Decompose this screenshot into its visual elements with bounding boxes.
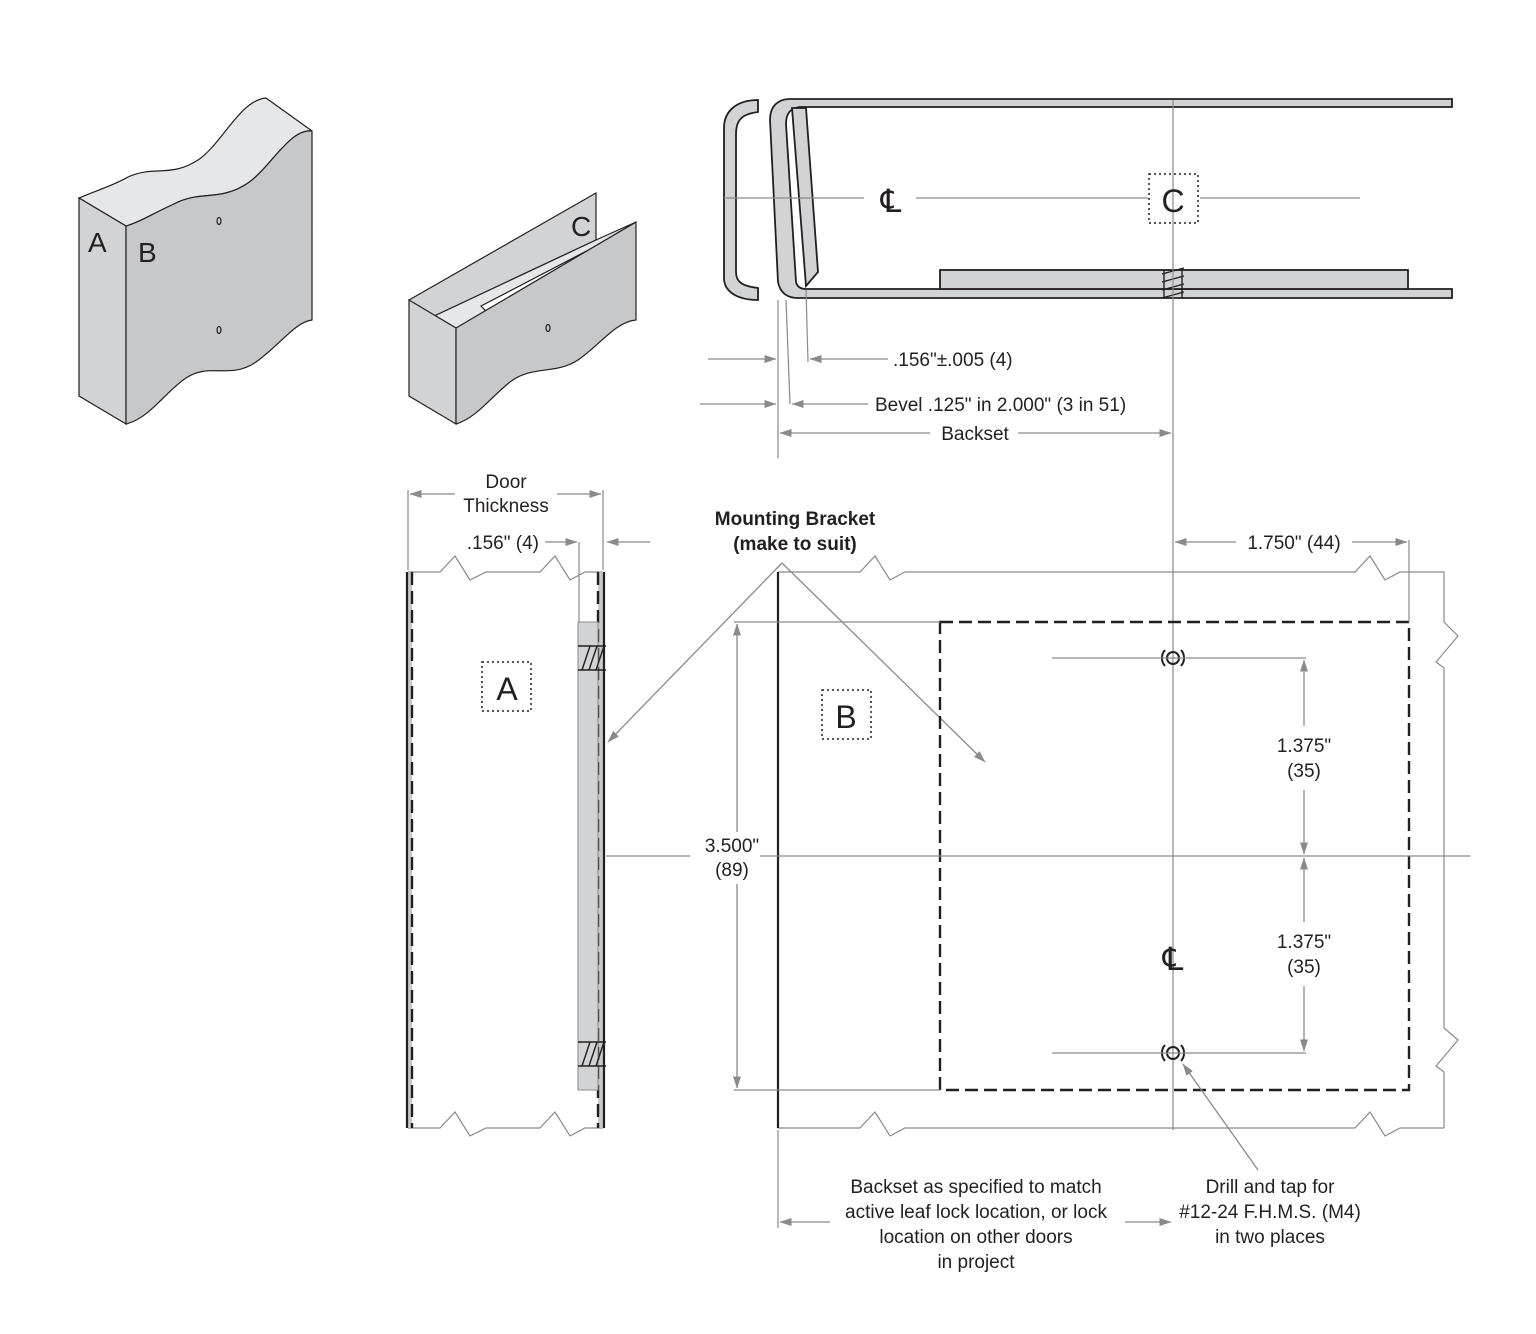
- bracket-leader-left: [607, 562, 783, 743]
- section-label-c-box: [1148, 173, 1199, 224]
- face-label-b-box: [821, 689, 872, 740]
- dim-backset-text: Backset: [941, 424, 1009, 445]
- dim-bevel-text: Bevel .125" in 2.000" (3 in 51): [875, 395, 1126, 416]
- section-bracket-channel: [769, 98, 1453, 299]
- dim-height-line2: (89): [715, 860, 749, 881]
- edge-face-right: [598, 572, 604, 1128]
- face-break-bottom: [778, 1111, 1444, 1137]
- edge-view: Door Thickness .156" (4): [405, 472, 690, 1137]
- dim-upper-line2: (35): [1287, 761, 1321, 782]
- drill-note-line3: in two places: [1215, 1227, 1325, 1248]
- iso-door-label-a: A: [88, 227, 107, 258]
- backset-note-line2: active leaf lock location, or lock: [845, 1202, 1107, 1223]
- edge-screw-lower: [578, 1041, 606, 1067]
- dim-plate-text: .156" (4): [467, 533, 539, 554]
- iso-bracket: C: [407, 191, 637, 426]
- dim-thickness-text: .156"±.005 (4): [893, 350, 1013, 371]
- drill-note-group: Drill and tap for #12-24 F.H.M.S. (M4) i…: [1179, 1063, 1361, 1248]
- bracket-callout: Mounting Bracket (make to suit): [607, 509, 986, 763]
- edge-screw-upper: [578, 645, 606, 671]
- section-bevel-plate: [791, 107, 819, 289]
- dim-height-line1: 3.500": [705, 836, 759, 857]
- bracket-leader-right: [781, 562, 986, 763]
- section-strike-lip: [723, 99, 759, 301]
- dim-lower-line2: (35): [1287, 957, 1321, 978]
- drill-note-leader: [1182, 1063, 1259, 1171]
- iso-door-label-b: B: [138, 237, 157, 268]
- section-centerline-symbol: ℄: [880, 183, 902, 219]
- section-mounting-bar: [939, 269, 1409, 290]
- section-label-c: C: [1161, 183, 1184, 219]
- section-view: ℄ C .156"±.005 (4) Bevel .125" in 2.000"…: [700, 98, 1453, 1130]
- iso-bracket-label-c: C: [571, 211, 591, 242]
- face-label-b: B: [835, 699, 856, 735]
- section-extension-plate: [805, 289, 809, 363]
- face-centerline-symbol: ℄: [1162, 941, 1184, 977]
- iso-door-hole-upper: [216, 216, 222, 226]
- bracket-note-line2: (make to suit): [733, 534, 857, 555]
- dim-door-thickness-line1: Door: [485, 472, 527, 493]
- edge-face-left: [407, 572, 412, 1128]
- dim-offset-text: 1.750" (44): [1247, 533, 1340, 554]
- iso-door-hole-lower: [216, 325, 222, 335]
- bracket-note-line1: Mounting Bracket: [715, 509, 876, 530]
- dim-door-thickness-line2: Thickness: [463, 496, 549, 517]
- iso-door: A B: [77, 97, 313, 426]
- face-view: B ℄ 1.750" (44) 1.375" (35) 1.375": [705, 533, 1470, 1137]
- backset-note-line1: Backset as specified to match: [850, 1177, 1101, 1198]
- face-break-right-lower: [1435, 1027, 1459, 1128]
- iso-bracket-front-face: [455, 220, 637, 425]
- edge-break-top: [408, 555, 603, 581]
- backset-note-line3: location on other doors: [879, 1227, 1072, 1248]
- dim-lower-line1: 1.375": [1277, 932, 1331, 953]
- section-extension-bevel: [785, 299, 791, 405]
- edge-break-bottom: [408, 1111, 603, 1137]
- iso-door-side-face: [125, 130, 313, 425]
- drill-note-line1: Drill and tap for: [1206, 1177, 1336, 1198]
- iso-bracket-hole: [545, 323, 551, 333]
- backset-note-group: Backset as specified to match active lea…: [777, 1130, 1172, 1273]
- edge-label-a: A: [496, 671, 518, 707]
- drill-note-line2: #12-24 F.H.M.S. (M4): [1179, 1202, 1361, 1223]
- face-break-top: [778, 555, 1459, 1028]
- backset-note-line4: in project: [937, 1252, 1015, 1273]
- dim-upper-line1: 1.375": [1277, 736, 1331, 757]
- edge-label-a-box: [481, 661, 532, 712]
- edge-mounting-bar: [577, 621, 599, 1091]
